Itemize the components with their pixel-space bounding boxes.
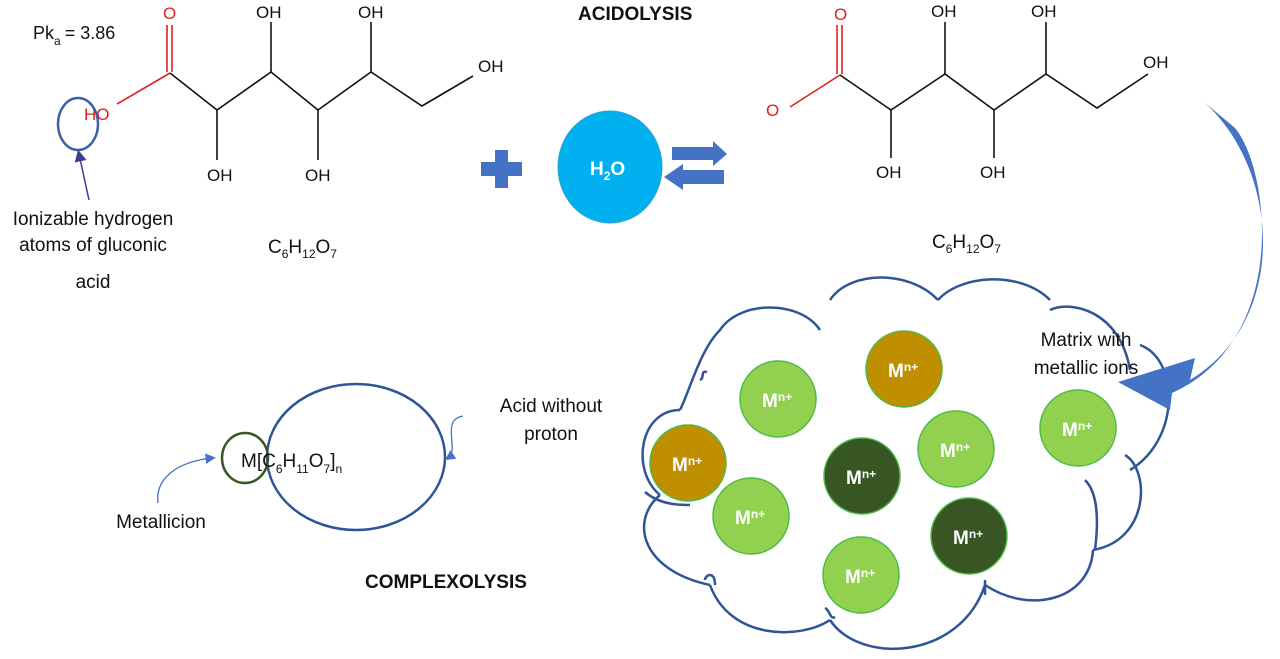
metal-ion-light: Mn+ (822, 536, 900, 614)
oh-c5-left: OH (358, 3, 384, 22)
plus-icon (481, 150, 522, 188)
oh-c2-right: OH (876, 163, 902, 182)
metal-ion-light: Mn+ (917, 410, 995, 488)
svg-text:Ionizable hydrogen: Ionizable hydrogen (13, 209, 174, 230)
gluconate-molecule (789, 22, 1149, 158)
oh-c4-left: OH (305, 166, 331, 185)
formula-right: C6H12O7 (932, 232, 1001, 256)
metal-ion-amber: Mn+ (865, 330, 943, 408)
svg-text:Matrix with: Matrix with (1041, 330, 1132, 351)
metal-ion-label: Mn+ (940, 440, 970, 462)
formula-left: C6H12O7 (268, 237, 337, 261)
metal-ion-light: Mn+ (712, 477, 790, 555)
metal-ion-label: Mn+ (845, 566, 875, 588)
metal-ion-dark: Mn+ (823, 437, 901, 515)
metal-arrow-icon (157, 453, 216, 504)
oh-c3-left: OH (256, 3, 282, 22)
acid-without-proton-label: Acid without proton (500, 396, 603, 445)
equilibrium-arrows-icon (664, 141, 727, 190)
oh-c6-left: OH (478, 57, 504, 76)
metal-ions-group: Mn+ Mn+ Mn+ Mn+ Mn+ Mn+ Mn+ Mn+ Mn+ (649, 330, 1117, 614)
matrix-label: Matrix with metallic ions (1034, 330, 1139, 379)
carbonyl-oxygen-right: O (834, 5, 847, 24)
ionizable-arrow-icon (74, 149, 90, 201)
water-label: H2O (590, 159, 625, 183)
metal-ion-label: Mn+ (846, 467, 876, 489)
metal-ion-amber: Mn+ (649, 424, 727, 502)
oh-c4-right: OH (980, 163, 1006, 182)
oh-c5-right: OH (1031, 2, 1057, 21)
metal-ion-circle (649, 424, 727, 502)
svg-text:atoms of gluconic: atoms of gluconic (19, 235, 167, 256)
metal-ion-light: Mn+ (1039, 389, 1117, 467)
pka-label: Pka= 3.86 (33, 23, 115, 48)
metal-ion-light: Mn+ (739, 360, 817, 438)
metal-ion-circle (865, 330, 943, 408)
metal-ion-label: Mn+ (735, 507, 765, 529)
metal-ion-label: Mn+ (672, 454, 702, 476)
metal-ion-ring (220, 431, 270, 485)
svg-text:Acid without: Acid without (500, 396, 603, 417)
water-molecule (557, 110, 663, 224)
complexolysis-title: COMPLEXOLYSIS (365, 572, 527, 593)
svg-text:acid: acid (76, 272, 111, 293)
metal-ion-label: Mn+ (888, 360, 918, 382)
svg-text:proton: proton (524, 424, 578, 445)
carboxylate-oxygen-right: O (766, 101, 779, 120)
complex-formula: M[C6H11O7]n (241, 451, 342, 476)
metal-ion-circle (822, 536, 900, 614)
gluconic-acid-molecule (116, 22, 474, 160)
oh-c2-left: OH (207, 166, 233, 185)
carbonyl-oxygen-left: O (163, 4, 176, 23)
metal-ion-label: Mn+ (762, 390, 792, 412)
metallicion-label: Metallicion (116, 512, 206, 533)
matrix-cloud (641, 276, 1170, 650)
curved-arrow-icon (1118, 102, 1264, 410)
metal-ion-circle (712, 477, 790, 555)
ionizable-label: Ionizable hydrogen atoms of gluconic aci… (13, 209, 174, 293)
metal-ion-circle (739, 360, 817, 438)
metal-ion-circle (823, 437, 901, 515)
metal-ion-label: Mn+ (1062, 419, 1092, 441)
metal-ion-dark: Mn+ (930, 497, 1008, 575)
acid-arrow-icon (444, 415, 464, 461)
ionizable-hydrogen-circle (56, 96, 100, 152)
svg-text:Pka= 3.86: Pka= 3.86 (33, 23, 115, 48)
oh-c6-right: OH (1143, 53, 1169, 72)
acidolysis-title: ACIDOLYSIS (578, 4, 692, 25)
svg-text:metallic ions: metallic ions (1034, 358, 1139, 379)
metal-ion-circle (917, 410, 995, 488)
metal-ion-circle (1039, 389, 1117, 467)
oh-c3-right: OH (931, 2, 957, 21)
metal-ion-label: Mn+ (953, 527, 983, 549)
metal-ion-circle (930, 497, 1008, 575)
